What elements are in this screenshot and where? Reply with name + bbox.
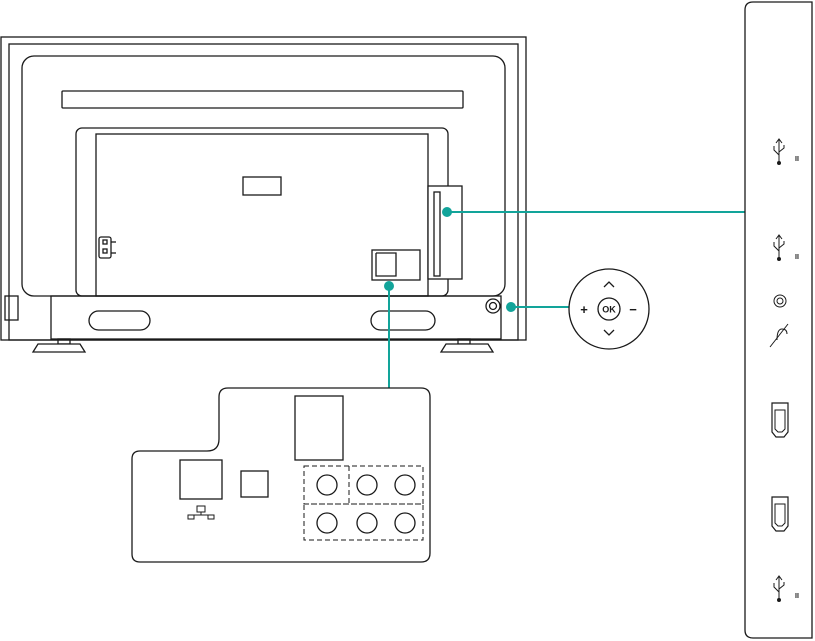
joystick-callout-dot (506, 302, 516, 312)
side-port-panel-outline (745, 2, 812, 638)
rear-panel-callout-dot (384, 281, 394, 291)
side-port-compartment (428, 186, 462, 279)
side-port-panel: II II (745, 2, 812, 638)
rear-port-panel-outline (132, 388, 430, 562)
right-stand-foot (441, 339, 493, 352)
volume-down-label[interactable]: − (629, 302, 637, 317)
volume-up-label[interactable]: + (580, 302, 588, 317)
rear-port-panel (132, 388, 430, 562)
ok-label: OK (602, 305, 616, 315)
control-pad: OK + − (569, 269, 649, 349)
usb-port-3-marker: II (795, 593, 799, 600)
tv-back (1, 37, 526, 352)
usb-port-1-marker: II (795, 156, 799, 163)
left-stand-foot (33, 339, 85, 352)
side-panel-callout-dot (442, 207, 452, 217)
rear-port-block (372, 250, 420, 280)
control-joystick-icon[interactable] (486, 299, 500, 313)
usb-port-2-marker: II (795, 254, 799, 261)
